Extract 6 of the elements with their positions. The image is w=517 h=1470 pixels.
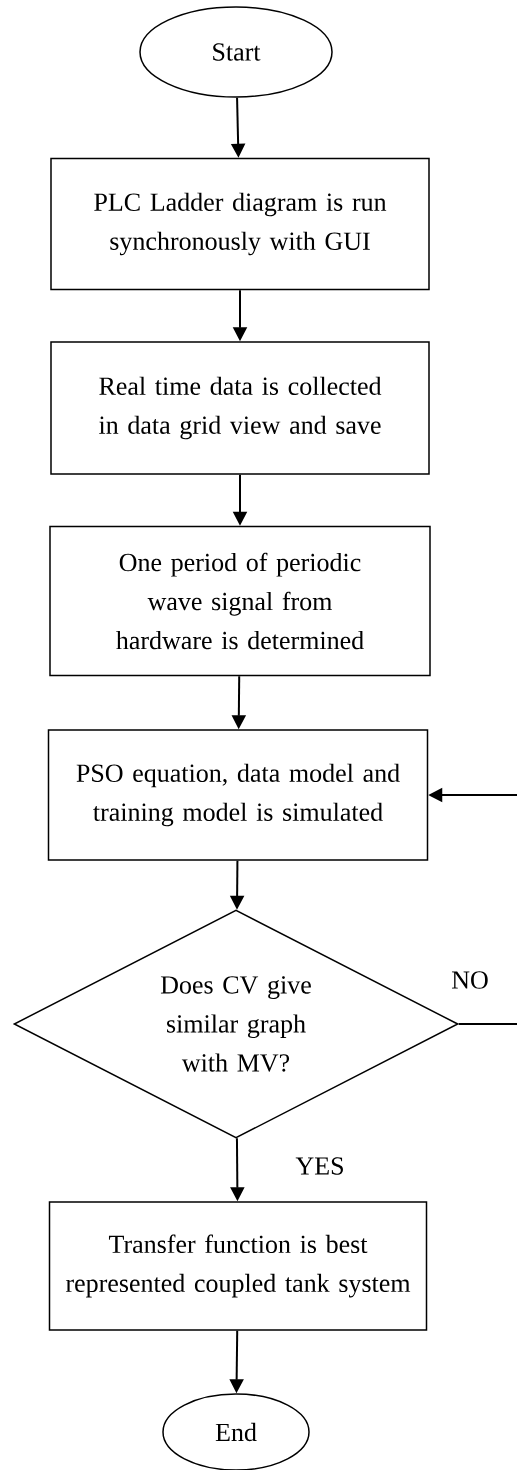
process-box: One period of periodic wave signal from hardware is determined [49,525,431,677]
edge-label: YES [294,1156,346,1176]
process-box: Real time data is collected in data grid view and save [50,341,430,475]
process-box: Transfer function is best represented coupled tank system [48,1201,428,1331]
process-box: PLC Ladder diagram is run synchronously with GUI [50,157,430,291]
process-box: PSO equation, data model and training model is simulated [47,729,429,861]
